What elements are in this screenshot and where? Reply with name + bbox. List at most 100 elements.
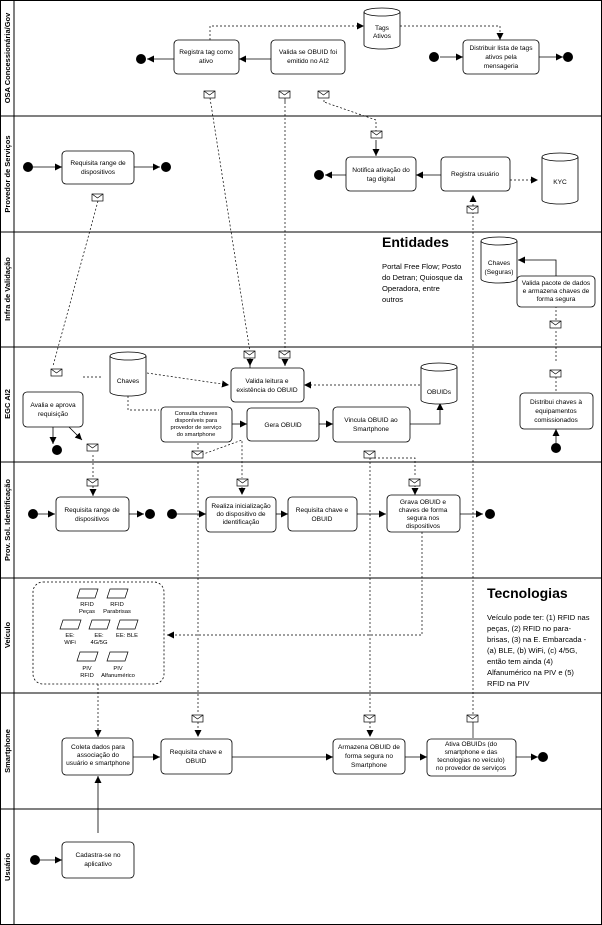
tecnologias-text: Veículo pode ter: (1) RFID nas peças, (2… [487,613,592,688]
envelope-icon [191,450,204,459]
lane-label-osa: OSA Concessionária/Gov [3,12,12,103]
end-event [145,509,155,519]
lane-label-provedor-servicos: Provedor de Serviços [3,135,12,212]
start-event [429,52,439,62]
end-event [314,170,324,180]
tecnologias-annotation: Tecnologias Veículo pode ter: (1) RFID n… [487,585,592,688]
lane-label-smartphone: Smartphone [3,729,12,773]
lane-label-usuario: Usuário [3,853,12,881]
events [23,52,573,865]
end-event [161,162,171,172]
svg-text:Gera OBUID: Gera OBUID [264,422,302,429]
envelope-icon [549,369,562,378]
envelope-icon [86,478,99,487]
start-event [23,162,33,172]
message-envelopes [50,90,562,723]
svg-text:EE: BLE: EE: BLE [116,633,138,639]
end-event [136,54,146,64]
entidades-text: Portal Free Flow; Posto do Detran; Quios… [382,262,465,304]
database-obuids: OBUIDs [420,362,458,405]
envelope-icon [408,478,421,487]
lane-label-infra-validacao: Infra de Validação [3,257,12,321]
entidades-title: Entidades [382,234,449,250]
envelope-icon [278,90,291,99]
start-event [551,443,561,453]
tech-ee-ble: EE: BLE [116,619,139,639]
envelope-icon [91,193,104,202]
tech-ee-4g5g: EE:4G/5G [88,619,111,646]
svg-text:Chaves: Chaves [117,378,140,385]
envelope-icon [363,714,376,723]
envelope-icon [243,350,256,359]
svg-text:Chaves(Seguras): Chaves(Seguras) [485,260,514,276]
task-registra-usuario: Registra usuário [440,156,511,192]
envelope-icon [466,714,479,723]
envelope-icon [370,130,383,139]
envelope-icon [278,350,291,359]
database-kyc: KYC [541,152,579,205]
end-event [563,52,573,62]
envelope-icon [236,478,249,487]
message-flows [52,22,557,742]
envelope-icon [50,368,63,377]
svg-text:Registra usuário: Registra usuário [451,171,499,178]
envelope-icon [466,205,479,214]
svg-text:OBUIDs: OBUIDs [427,389,452,396]
database-chaves-seguras: Chaves(Seguras) [480,236,518,284]
svg-text:EE:WiFi: EE:WiFi [64,633,76,646]
lane-label-prov-sol-identificacao: Prov. Sol. Identificação [3,479,12,561]
envelope-icon [203,90,216,99]
envelope-icon [86,443,99,452]
lane-label-egc-ai2: EGC AI2 [3,389,12,419]
envelope-icon [317,90,330,99]
entidades-annotation: Entidades Portal Free Flow; Posto do Det… [382,234,465,304]
svg-text:KYC: KYC [553,179,567,186]
tecnologias-title: Tecnologias [487,585,568,601]
envelope-icon [191,714,204,723]
svg-text:EE:4G/5G: EE:4G/5G [90,633,108,646]
tech-ee-wifi: EE:WiFi [59,619,82,646]
